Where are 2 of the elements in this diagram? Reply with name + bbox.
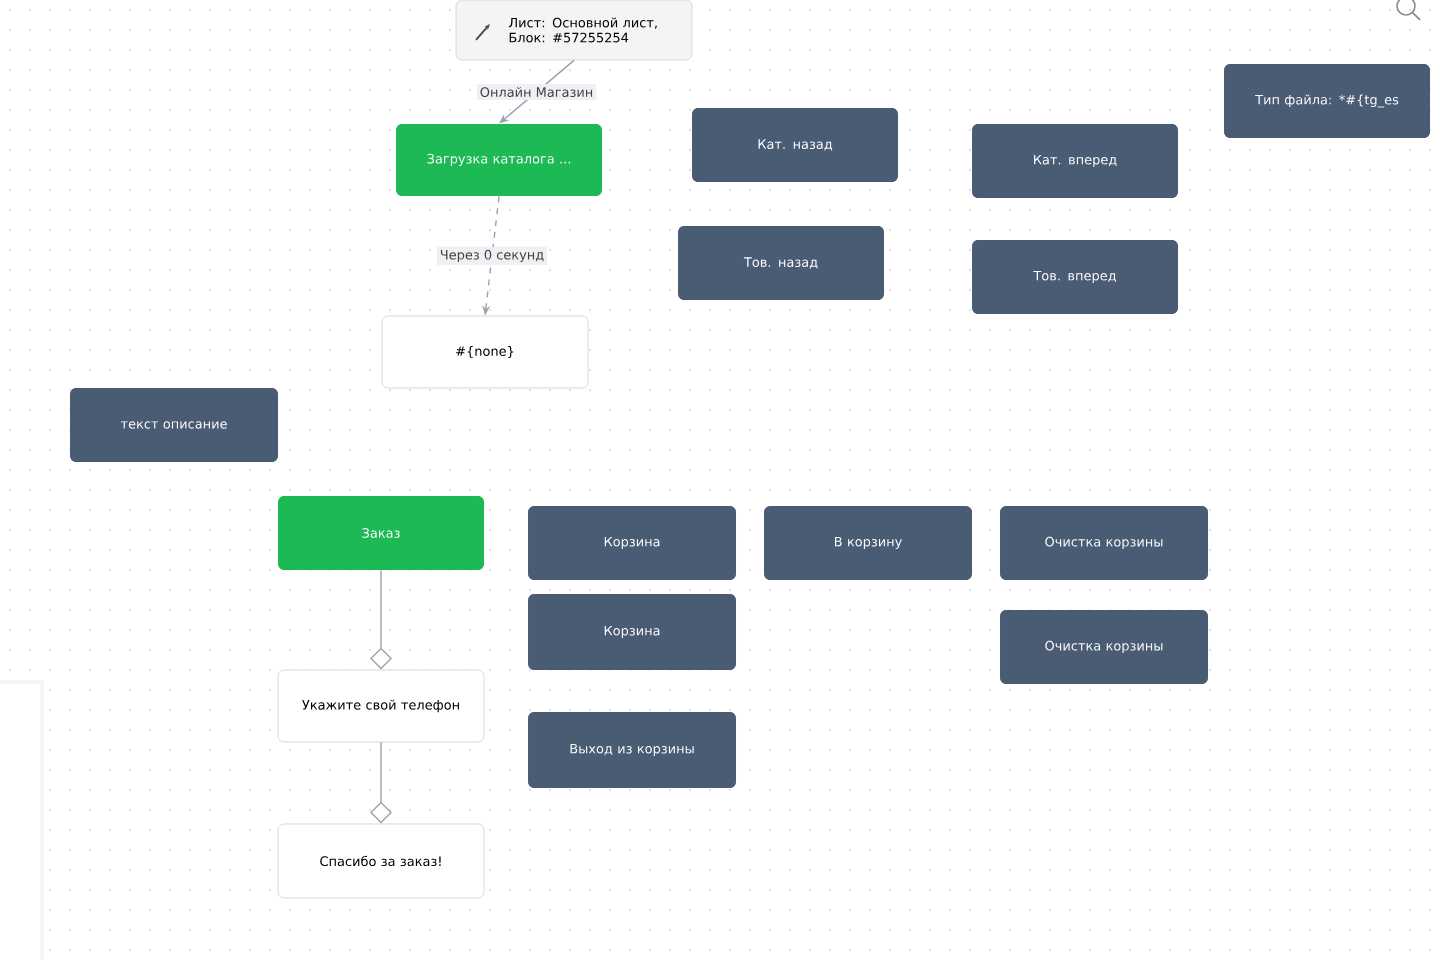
connector <box>370 741 392 824</box>
connector <box>370 569 392 670</box>
